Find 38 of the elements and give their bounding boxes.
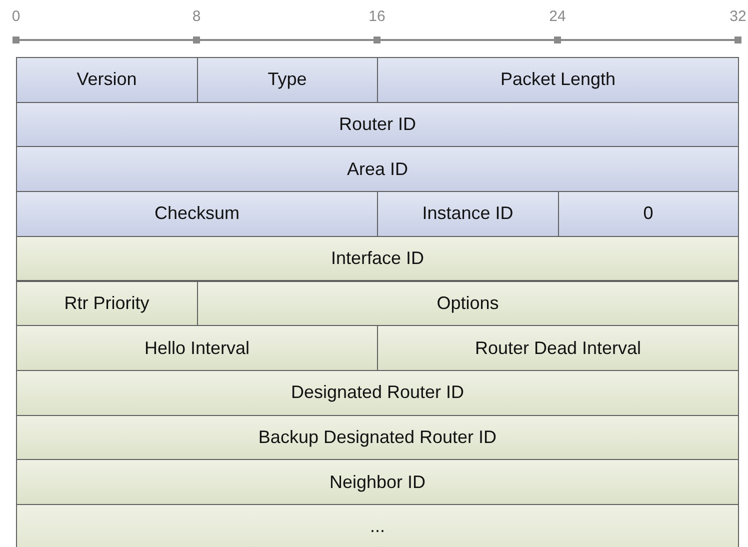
packet-field xyxy=(377,191,558,237)
field-name: ... xyxy=(370,516,385,537)
field-name: Type xyxy=(268,69,307,90)
packet-field xyxy=(16,191,378,237)
field-name: Packet Length xyxy=(500,69,616,90)
packet-field xyxy=(377,325,739,371)
packet-field xyxy=(16,325,378,371)
packet-field xyxy=(377,57,739,103)
field-name: 0 xyxy=(643,203,654,224)
packet-field xyxy=(16,236,739,282)
packet-field xyxy=(16,370,739,416)
field-name: Router ID xyxy=(338,114,416,136)
bit-offset-label: 16 xyxy=(368,8,386,25)
packet-field xyxy=(16,146,739,192)
packet-field xyxy=(16,102,739,148)
field-name: Rtr Priority xyxy=(64,292,150,314)
field-name: Version xyxy=(76,69,137,90)
packet-field xyxy=(196,57,378,103)
field-name: Options xyxy=(436,292,499,314)
field-name: Instance ID xyxy=(422,203,514,224)
packet-field xyxy=(16,57,198,103)
bit-offset-label: 32 xyxy=(730,8,746,25)
packet-field xyxy=(196,280,739,326)
field-name: Neighbor ID xyxy=(329,472,426,493)
packet-field xyxy=(16,459,739,505)
bit-offset-label: 8 xyxy=(192,8,201,25)
field-name: Backup Designated Router ID xyxy=(258,426,497,448)
field-name: Area ID xyxy=(346,158,408,180)
packet-field xyxy=(558,191,739,237)
field-name: Designated Router ID xyxy=(290,382,464,404)
field-name: Hello Interval xyxy=(144,338,250,359)
field-name: Checksum xyxy=(154,203,240,224)
field-name: Router Dead Interval xyxy=(474,338,642,359)
packet-field xyxy=(16,280,198,326)
field-name: Interface ID xyxy=(330,248,424,270)
packet-field xyxy=(16,414,739,460)
bit-offset-label: 24 xyxy=(549,8,566,25)
bit-offset-label: 0 xyxy=(12,8,20,25)
